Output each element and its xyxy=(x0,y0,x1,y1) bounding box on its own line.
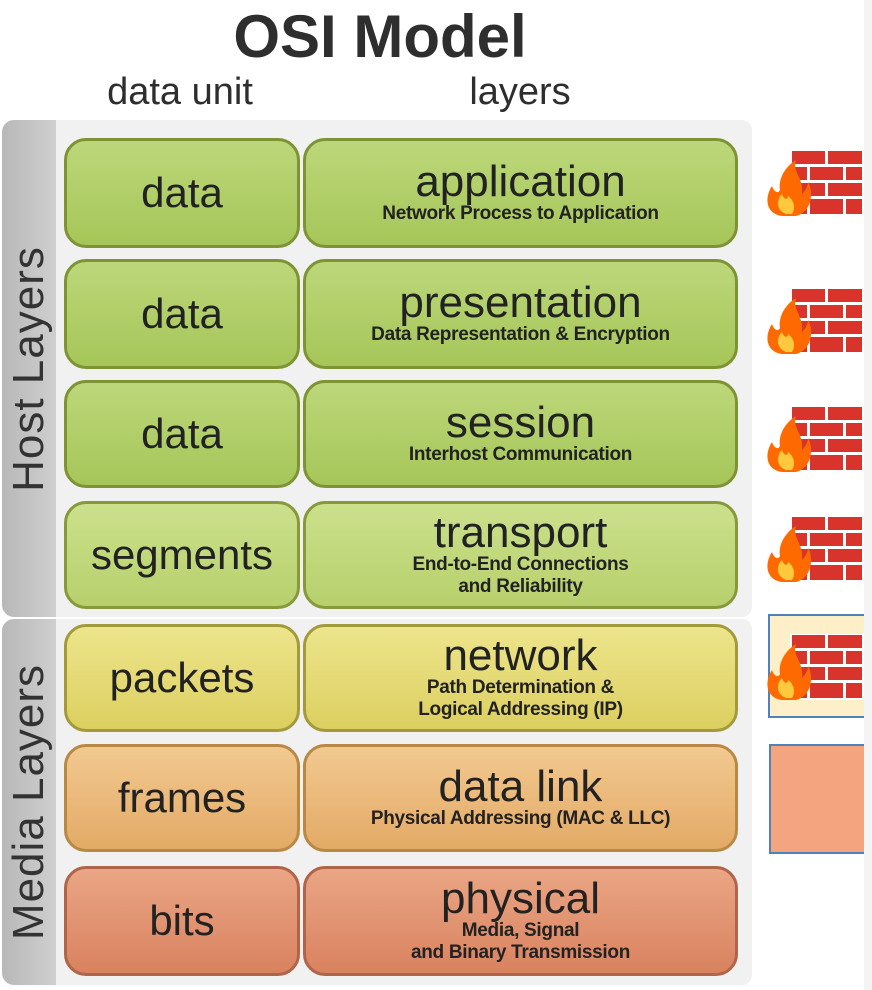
layer-description: and Reliability xyxy=(458,576,583,597)
unit-segments: segments xyxy=(64,501,300,609)
firewall-icon xyxy=(762,148,866,218)
column-header-layers: layers xyxy=(469,71,571,113)
layer-data-link: data link Physical Addressing (MAC & LLC… xyxy=(303,744,738,852)
layer-description: Data Representation & Encryption xyxy=(371,324,670,345)
layer-name: transport xyxy=(433,508,608,557)
firewall-icon xyxy=(762,514,866,584)
host-layers-label: Host Layers xyxy=(4,245,53,492)
layer-name: application xyxy=(415,157,626,206)
layer-description: Interhost Communication xyxy=(408,444,633,465)
unit-data-presentation: data xyxy=(64,259,300,369)
data-link-layer-marker xyxy=(769,744,872,854)
layer-physical: physical Media, Signal and Binary Transm… xyxy=(303,866,738,976)
layer-description: Path Determination & xyxy=(426,677,615,698)
unit-bits: bits xyxy=(64,866,300,976)
unit-data-application: data xyxy=(64,138,300,248)
firewall-icon xyxy=(762,404,866,474)
firewall-graphic xyxy=(767,288,864,354)
layer-name: physical xyxy=(441,874,600,923)
firewall-graphic xyxy=(767,516,864,582)
unit-packets: packets xyxy=(64,624,300,732)
host-layers-band: Host Layers xyxy=(2,120,56,617)
layer-description: and Binary Transmission xyxy=(410,942,631,963)
media-layers-label: Media Layers xyxy=(4,663,53,941)
unit-data-session: data xyxy=(64,380,300,488)
layer-description: End-to-End Connections xyxy=(412,554,629,575)
layer-session: session Interhost Communication xyxy=(303,380,738,488)
firewall-graphic xyxy=(767,634,864,700)
layer-transport: transport End-to-End Connections and Rel… xyxy=(303,501,738,609)
layer-description: Physical Addressing (MAC & LLC) xyxy=(370,808,671,829)
diagram-title: OSI Model xyxy=(233,3,527,70)
unit-frames: frames xyxy=(64,744,300,852)
column-header-data-unit: data unit xyxy=(107,71,253,113)
firewall-icon xyxy=(762,286,866,356)
layer-description: Media, Signal xyxy=(461,920,580,941)
layer-name: data link xyxy=(438,762,603,811)
layer-presentation: presentation Data Representation & Encry… xyxy=(303,259,738,369)
layer-name: network xyxy=(443,631,598,680)
firewall-graphic xyxy=(767,150,864,216)
layer-application: application Network Process to Applicati… xyxy=(303,138,738,248)
firewall-graphic xyxy=(767,406,864,472)
layer-name: presentation xyxy=(399,278,642,327)
media-layers-band: Media Layers xyxy=(2,619,56,985)
layer-name: session xyxy=(445,398,596,447)
layer-description: Network Process to Application xyxy=(382,203,659,224)
layer-network: network Path Determination & Logical Add… xyxy=(303,624,738,732)
firewall-icon xyxy=(762,632,866,702)
right-edge-strip xyxy=(864,0,872,990)
layer-description: Logical Addressing (IP) xyxy=(418,699,623,720)
